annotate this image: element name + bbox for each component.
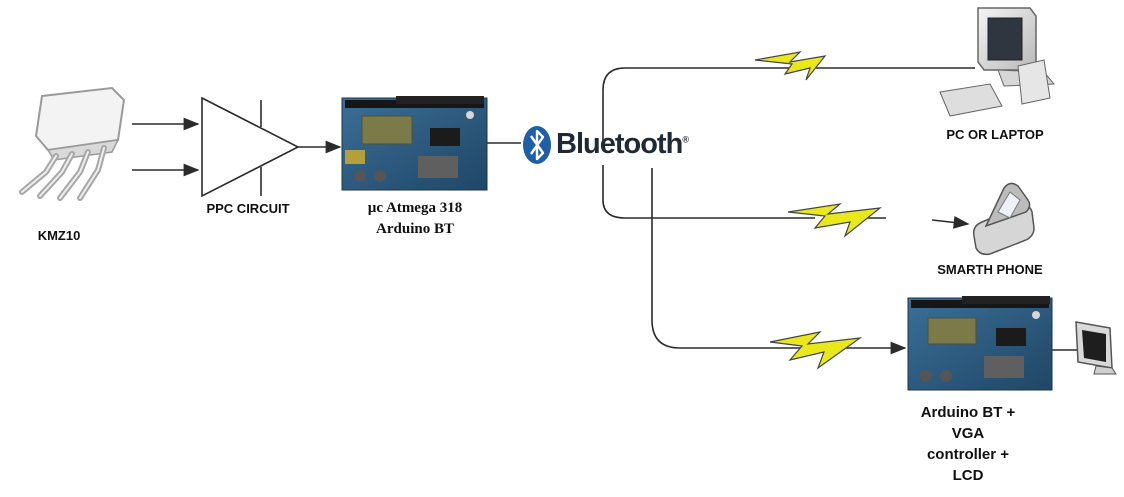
arduino-board-icon [342, 96, 487, 190]
phone-label: SMARTH PHONE [920, 262, 1060, 277]
lightning-bolt-icon [788, 204, 880, 236]
smartphone-icon [974, 183, 1034, 254]
mcu-label-line2: Arduino BT [350, 221, 480, 238]
sensor-label: KMZ10 [24, 228, 94, 243]
bluetooth-icon [523, 126, 551, 164]
pc-label: PC OR LAPTOP [930, 127, 1060, 142]
lightning-bolt-icon [755, 52, 825, 80]
arduino-board-icon [908, 296, 1052, 390]
ppc-circuit-label: PPC CIRCUIT [188, 201, 308, 216]
sensor-to-amplifier-arrows [132, 124, 198, 170]
vga-label-line3: controller + [908, 446, 1028, 463]
vga-label-line1: Arduino BT + [908, 404, 1028, 421]
amplifier-icon [202, 98, 298, 196]
vga-label-line2: VGA [908, 425, 1028, 442]
kmz10-sensor-icon [22, 88, 124, 198]
monitor-icon [1076, 322, 1116, 374]
bluetooth-registered-mark: ® [682, 134, 688, 144]
pc-icon [940, 8, 1054, 116]
bluetooth-wordmark-text: Bluetooth [556, 128, 682, 160]
lightning-bolt-icon [770, 332, 860, 368]
mcu-label-line1: µc Atmega 318 [350, 200, 480, 217]
vga-label-line4: LCD [908, 467, 1028, 484]
bluetooth-wordmark: Bluetooth® [556, 128, 688, 161]
